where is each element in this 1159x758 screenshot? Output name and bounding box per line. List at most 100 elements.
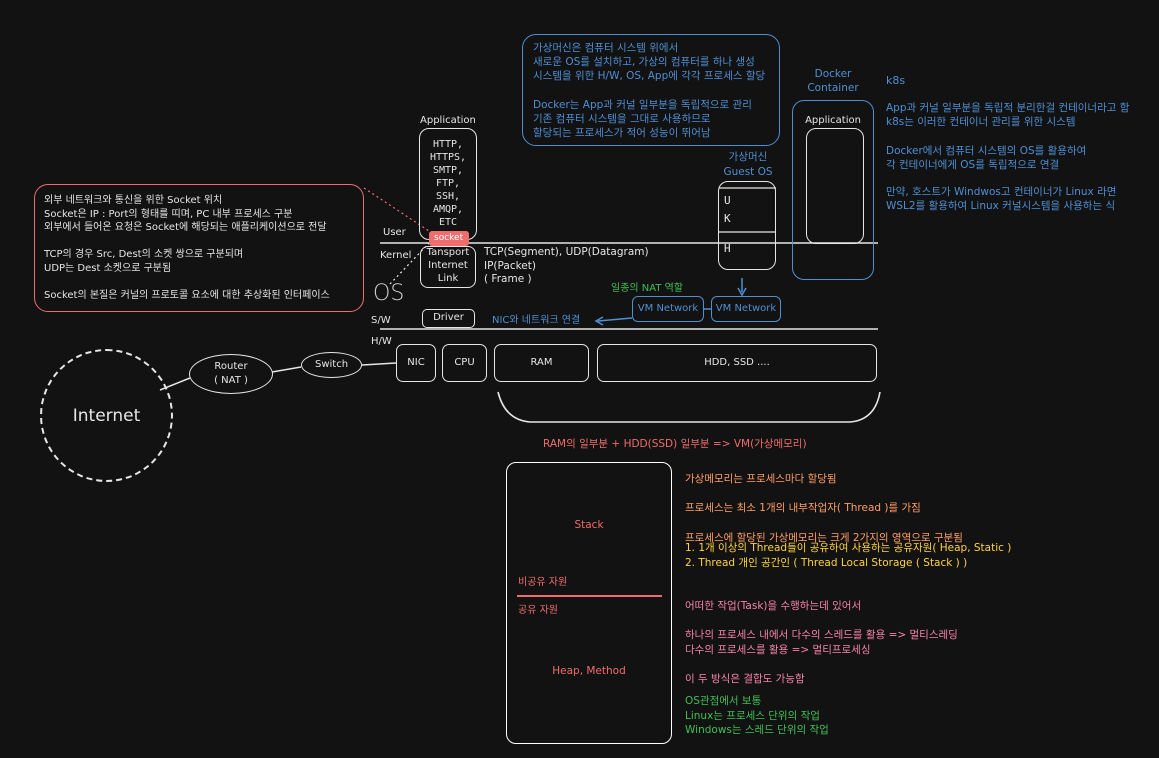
nic-label: NIC bbox=[407, 357, 425, 368]
kernel-layer-line: Tansport bbox=[426, 247, 470, 258]
memory-note-pink-line: 어떠한 작업(Task)을 수행하는데 있어서 bbox=[685, 600, 862, 612]
memory-note-pink-line: 이 두 방식은 결합도 가능함 bbox=[685, 673, 805, 686]
socket-note-line: Socket의 본질은 커널의 프로토콜 요소에 대한 추상화된 인터페이스 bbox=[44, 289, 330, 301]
memory-note-pink-line bbox=[685, 658, 958, 673]
k8s-para1-line: App과 커널 일부분을 독립적 분리한걸 컨테이너라고 함 bbox=[886, 102, 1130, 114]
switch-label: Switch bbox=[314, 359, 349, 370]
ram-box bbox=[494, 344, 589, 382]
k8s-para2-line: 각 컨테이너에게 OS를 독립적으로 연결 bbox=[886, 159, 1060, 172]
protocol-list: HTTP,HTTPS,SMTP,FTP,SSH,AMQP,ETC bbox=[423, 138, 473, 229]
k8s-para3-line: WSL2를 활용하여 Linux 커널시스템을 사용하는 식 bbox=[886, 200, 1116, 213]
socket-note-box bbox=[34, 184, 364, 312]
protocol-line: SMTP, bbox=[432, 165, 464, 176]
vm-network-label-1: VM Network bbox=[637, 303, 699, 314]
socket-label: socket bbox=[434, 233, 464, 243]
guest-letter-k: K bbox=[724, 212, 731, 225]
socket-note-line bbox=[44, 235, 330, 249]
memory-note-pink-line bbox=[685, 614, 958, 629]
internet-label: Internet bbox=[72, 406, 141, 426]
internet-circle bbox=[40, 349, 173, 482]
application-label: Application bbox=[420, 115, 476, 126]
memory-notes-orange: 가상메모리는 프로세스마다 할당됨 프로세스는 최소 1개의 내부작업자( Th… bbox=[685, 472, 963, 545]
protocol-line: FTP, bbox=[435, 178, 461, 189]
socket-note-line: 외부에서 들어온 요청은 Socket에 해당되는 애플리케이션으로 전달 bbox=[44, 222, 327, 233]
guest-title: 가상머신 Guest OS bbox=[716, 150, 780, 180]
protocol-info-line: IP(Packet) bbox=[484, 259, 536, 272]
memory-non-shared-label: 비공유 자원 bbox=[518, 577, 568, 588]
kernel-layer-line: Link bbox=[437, 273, 459, 284]
memory-note-yellow-line: 1. 1개 이상의 Thread들이 공유하여 사용하는 공유자원( Heap,… bbox=[685, 542, 1012, 554]
k8s-para1: App과 커널 일부분을 독립적 분리한걸 컨테이너라고 함 k8s는 이러한 컨… bbox=[886, 101, 1129, 129]
vm-docker-note-box bbox=[522, 34, 780, 146]
layer-user: User bbox=[383, 227, 406, 238]
layer-kernel: Kernel bbox=[380, 250, 412, 261]
docker-container-box bbox=[792, 100, 874, 280]
memory-note-orange-line: 프로세스에 할당된 가상메모리는 크게 2가지의 영역으로 구분됨 bbox=[685, 531, 963, 544]
layer-sw: S/W bbox=[371, 315, 391, 326]
guest-letter-h: H bbox=[724, 242, 731, 255]
socket-note-line: TCP의 경우 Src, Dest의 소켓 쌍으로 구분되며 bbox=[44, 249, 244, 260]
memory-note-orange-line: 가상메모리는 프로세스마다 할당됨 bbox=[685, 473, 837, 485]
guest-title-line: Guest OS bbox=[723, 166, 773, 179]
protocol-line: ETC bbox=[438, 217, 458, 228]
cpu-box bbox=[442, 344, 487, 382]
k8s-para3: 만약, 호스트가 Windwos고 컨테이너가 Linux 라면 WSL2를 활용… bbox=[886, 185, 1116, 213]
memory-note-yellow-line: 2. Thread 개인 공간인 ( Thread Local Storage … bbox=[685, 556, 968, 569]
memory-heap-label: Heap, Method bbox=[552, 665, 626, 677]
socket-badge bbox=[429, 231, 469, 246]
k8s-para2-line: Docker에서 컴퓨터 시스템의 OS를 활용하여 bbox=[886, 145, 1087, 157]
socket-note-line: 외부 네트워크와 통신을 위한 Socket 위치 bbox=[44, 195, 223, 206]
protocol-line: AMQP, bbox=[432, 204, 464, 215]
protocol-info-line: TCP(Segment), UDP(Datagram) bbox=[484, 246, 649, 258]
protocol-line: HTTPS, bbox=[429, 152, 467, 163]
protocol-info-line: ( Frame ) bbox=[484, 273, 532, 286]
memory-shared-label: 공유 자원 bbox=[518, 605, 558, 616]
vm-docker-note-line: Docker는 App과 커널 일부분을 독립적으로 관리 bbox=[533, 98, 752, 111]
socket-note-line: Socket은 IP : Port의 형태를 띠며, PC 내부 프로세스 구분 bbox=[44, 208, 293, 220]
switch-nic-link bbox=[361, 362, 397, 366]
vm-docker-note-line: 기존 컴퓨터 시스템을 그대로 사용하므로 bbox=[533, 112, 711, 125]
router-switch-link bbox=[271, 366, 302, 373]
router-ellipse bbox=[189, 354, 273, 394]
memory-notes-yellow: 1. 1개 이상의 Thread들이 공유하여 사용하는 공유자원( Heap,… bbox=[685, 541, 1011, 570]
router-line: ( NAT ) bbox=[214, 374, 248, 386]
docker-title-line: Docker bbox=[814, 68, 852, 80]
vm-docker-note-line: 가상머신은 컴퓨터 시스템 위에서 bbox=[533, 42, 679, 54]
driver-box bbox=[422, 309, 475, 328]
socket-note: 외부 네트워크와 통신을 위한 Socket 위치 Socket은 IP : Po… bbox=[44, 194, 330, 302]
memory-note-orange-line: 프로세스는 최소 1개의 내부작업자( Thread )를 가짐 bbox=[685, 502, 921, 515]
layer-hw: H/W bbox=[371, 336, 392, 347]
k8s-para1-line: k8s는 이러한 컨테이너 관리를 위한 시스템 bbox=[886, 116, 1076, 129]
vm-docker-note-line bbox=[533, 84, 765, 98]
ram-label: RAM bbox=[530, 357, 553, 368]
router-line: Router bbox=[214, 361, 248, 372]
kernel-stack-box bbox=[420, 246, 476, 288]
hdd-box bbox=[597, 344, 877, 382]
memory-brace bbox=[497, 391, 881, 423]
guest-title-line: 가상머신 bbox=[728, 151, 768, 163]
vm-formula: RAM의 일부분 + HDD(SSD) 일부분 => VM(가상메모리) bbox=[543, 438, 807, 450]
memory-note-green-line: OS관점에서 보통 bbox=[685, 695, 762, 707]
memory-note-orange-line bbox=[685, 516, 963, 531]
docker-app-label: Application bbox=[805, 115, 861, 126]
memory-note-orange-line bbox=[685, 487, 963, 502]
protocol-info: TCP(Segment), UDP(Datagram)IP(Packet)( F… bbox=[484, 246, 649, 287]
socket-note-line bbox=[44, 275, 330, 289]
k8s-para3-line: 만약, 호스트가 Windwos고 컨테이너가 Linux 라면 bbox=[886, 186, 1117, 198]
memory-note-pink-line: 다수의 프로세스를 활용 => 멀티프로세싱 bbox=[685, 644, 871, 657]
vm-network-label-2: VM Network bbox=[715, 303, 777, 314]
driver-label: Driver bbox=[433, 312, 464, 323]
layer-os: OS bbox=[373, 281, 405, 306]
memory-stack-label: Stack bbox=[574, 519, 604, 531]
guest-os-box bbox=[718, 181, 776, 270]
memory-note-green-line: Linux는 프로세스 단위의 작업 bbox=[685, 709, 820, 722]
process-memory-box bbox=[506, 462, 672, 744]
vm-network-box-2 bbox=[711, 296, 781, 322]
nic-link-text: NIC와 네트워크 연결 bbox=[492, 315, 581, 326]
protocol-line: SSH, bbox=[435, 191, 461, 202]
